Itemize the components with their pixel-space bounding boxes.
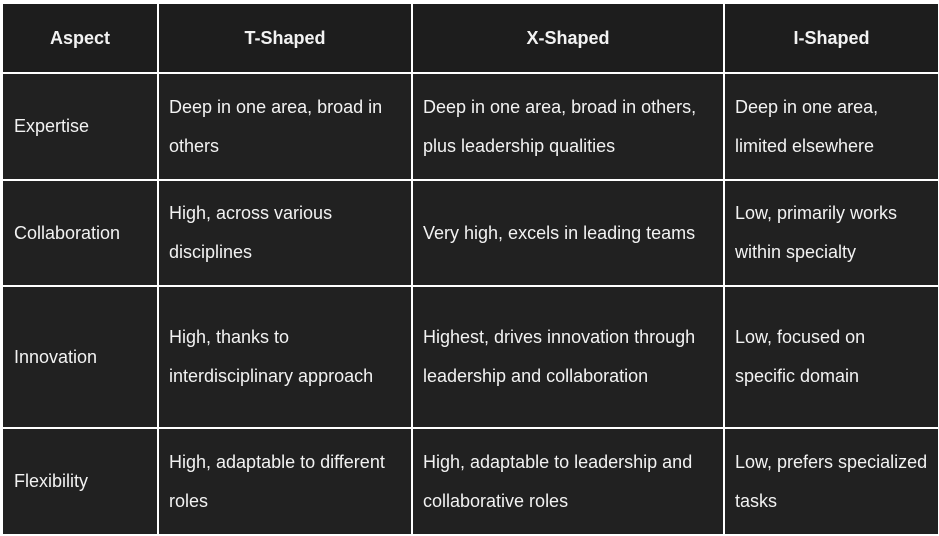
cell-x-shaped: High, adaptable to leadership and collab… (411, 427, 725, 536)
header-t-shaped: T-Shaped (157, 2, 413, 74)
cell-aspect: Expertise (1, 72, 159, 181)
cell-x-shaped: Highest, drives innovation through leade… (411, 285, 725, 429)
cell-aspect: Innovation (1, 285, 159, 429)
header-row: Aspect T-Shaped X-Shaped I-Shaped (1, 2, 939, 74)
cell-x-shaped: Very high, excels in leading teams (411, 179, 725, 287)
table-body: Expertise Deep in one area, broad in oth… (1, 72, 939, 536)
cell-i-shaped: Low, prefers specialized tasks (723, 427, 939, 536)
table-row: Innovation High, thanks to interdiscipli… (1, 285, 939, 429)
cell-t-shaped: Deep in one area, broad in others (157, 72, 413, 181)
table-row: Collaboration High, across various disci… (1, 179, 939, 287)
cell-t-shaped: High, thanks to interdisciplinary approa… (157, 285, 413, 429)
cell-i-shaped: Low, primarily works within specialty (723, 179, 939, 287)
cell-i-shaped: Deep in one area, limited elsewhere (723, 72, 939, 181)
table-header: Aspect T-Shaped X-Shaped I-Shaped (1, 2, 939, 74)
table-row: Flexibility High, adaptable to different… (1, 427, 939, 536)
table-row: Expertise Deep in one area, broad in oth… (1, 72, 939, 181)
header-x-shaped: X-Shaped (411, 2, 725, 74)
header-aspect: Aspect (1, 2, 159, 74)
cell-x-shaped: Deep in one area, broad in others, plus … (411, 72, 725, 181)
cell-aspect: Flexibility (1, 427, 159, 536)
cell-i-shaped: Low, focused on specific domain (723, 285, 939, 429)
header-i-shaped: I-Shaped (723, 2, 939, 74)
cell-aspect: Collaboration (1, 179, 159, 287)
cell-t-shaped: High, adaptable to different roles (157, 427, 413, 536)
cell-t-shaped: High, across various disciplines (157, 179, 413, 287)
